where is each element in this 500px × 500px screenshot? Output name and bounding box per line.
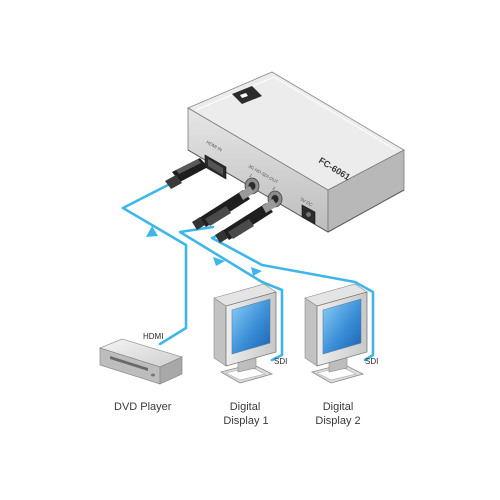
digital-display-2 bbox=[304, 283, 368, 384]
digital-display-1 bbox=[213, 283, 277, 384]
power-port-label: 5V DC bbox=[300, 197, 315, 208]
sdi-out-1-label: 1 bbox=[249, 173, 254, 179]
sdi-connection-label-2: SDI bbox=[365, 357, 378, 366]
dvd-player-caption: DVD Player bbox=[114, 401, 172, 413]
kramer-logo-icon bbox=[232, 86, 262, 104]
display-2-caption-line-1: Digital bbox=[323, 401, 354, 413]
display-2-caption-line-2: Display 2 bbox=[315, 415, 360, 427]
sdi-connection-label-1: SDI bbox=[274, 357, 287, 366]
display-1-screen bbox=[231, 298, 271, 355]
dvd-power-button-icon bbox=[151, 373, 155, 377]
sdi-cable-2 bbox=[210, 224, 375, 362]
sdi-plug-2 bbox=[215, 199, 277, 243]
sdi-out-2-label: 2 bbox=[272, 186, 277, 192]
arrow-icon bbox=[213, 257, 225, 266]
display-2-screen bbox=[322, 298, 362, 355]
arrow-icon bbox=[251, 267, 262, 276]
hdmi-connection-label: HDMI bbox=[143, 332, 163, 341]
display-1-caption-line-2: Display 1 bbox=[223, 415, 268, 427]
arrow-icon bbox=[146, 226, 158, 237]
hdmi-cable bbox=[121, 176, 188, 346]
power-port: 5V DC bbox=[300, 197, 316, 225]
converter-device: FC-6061 HDMI IN 3G HD-SDI OUT 1 2 5V DC bbox=[187, 71, 405, 233]
dvd-player bbox=[98, 338, 183, 385]
sdi-cable-1 bbox=[178, 225, 284, 362]
sdi-plug-1 bbox=[192, 186, 254, 230]
hdmi-plug bbox=[165, 158, 208, 189]
display-1-caption-line-1: Digital bbox=[230, 401, 261, 413]
